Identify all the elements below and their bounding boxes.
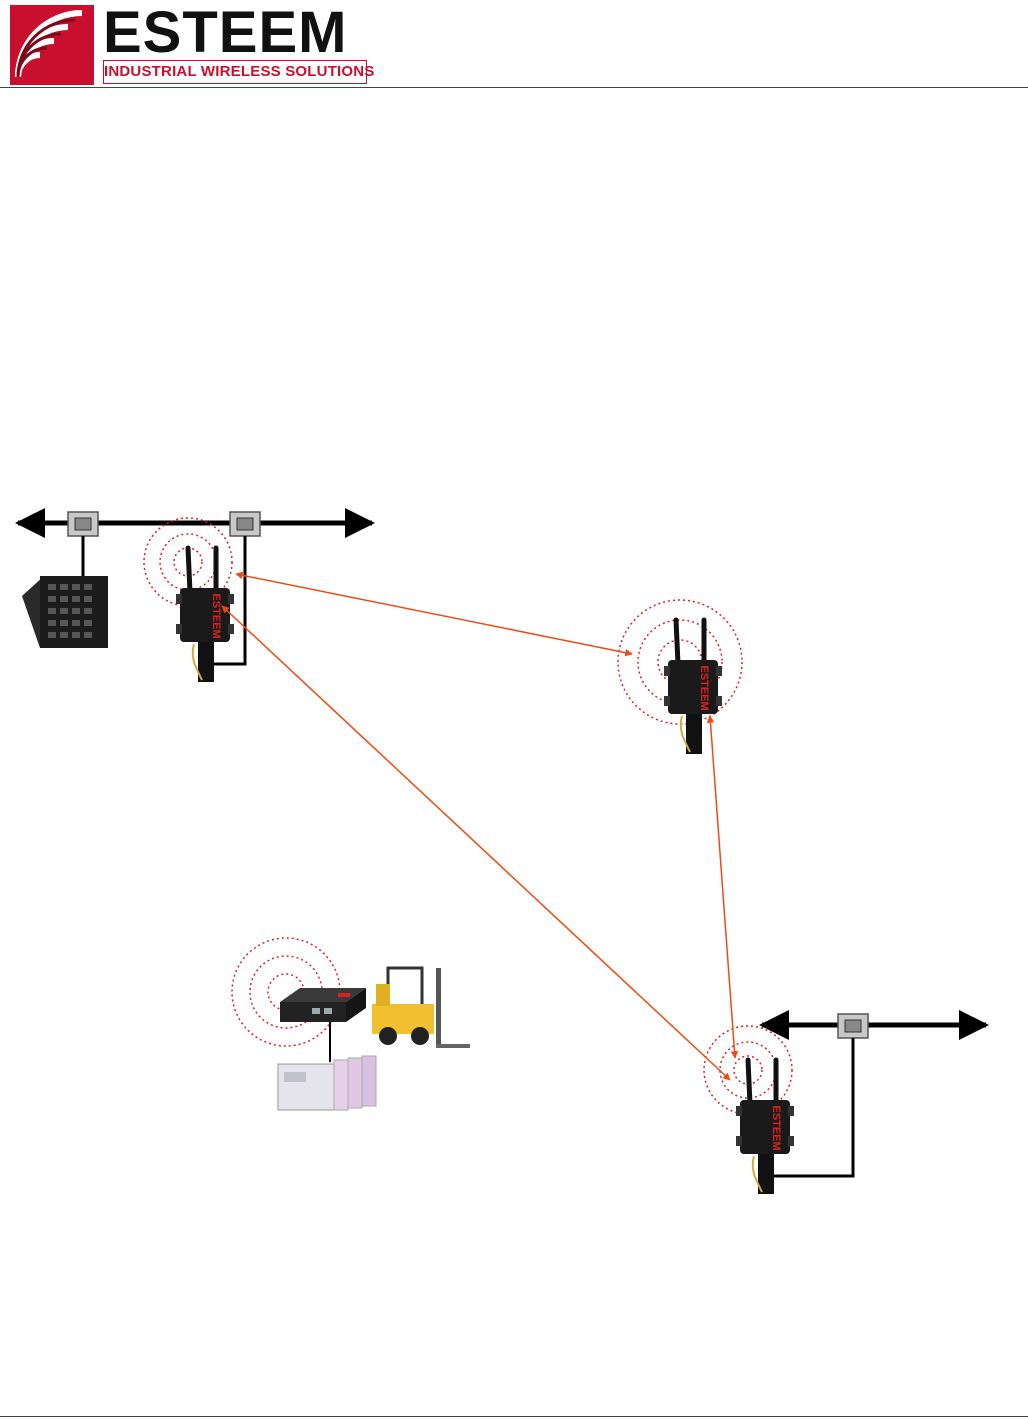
- esteem-radio-c: ESTEEM: [736, 1060, 794, 1194]
- network-switch-left-a: [68, 512, 98, 536]
- plc-rack-icon: [278, 1056, 376, 1110]
- wireless-link-b-c: [710, 716, 735, 1058]
- esteem-radio-b: ESTEEM: [664, 620, 722, 754]
- wireless-link-a-b: [236, 574, 632, 654]
- device-label-b: ESTEEM: [698, 665, 710, 710]
- server-icon: [22, 576, 108, 648]
- esteem-radio-a: ESTEEM: [176, 548, 234, 682]
- device-label-a: ESTEEM: [210, 593, 222, 638]
- client-radio-device: [280, 988, 366, 1022]
- forklift-icon: [372, 968, 470, 1048]
- device-label-c: ESTEEM: [770, 1105, 782, 1150]
- network-switch-right: [838, 1014, 868, 1038]
- network-switch-left-b: [230, 512, 260, 536]
